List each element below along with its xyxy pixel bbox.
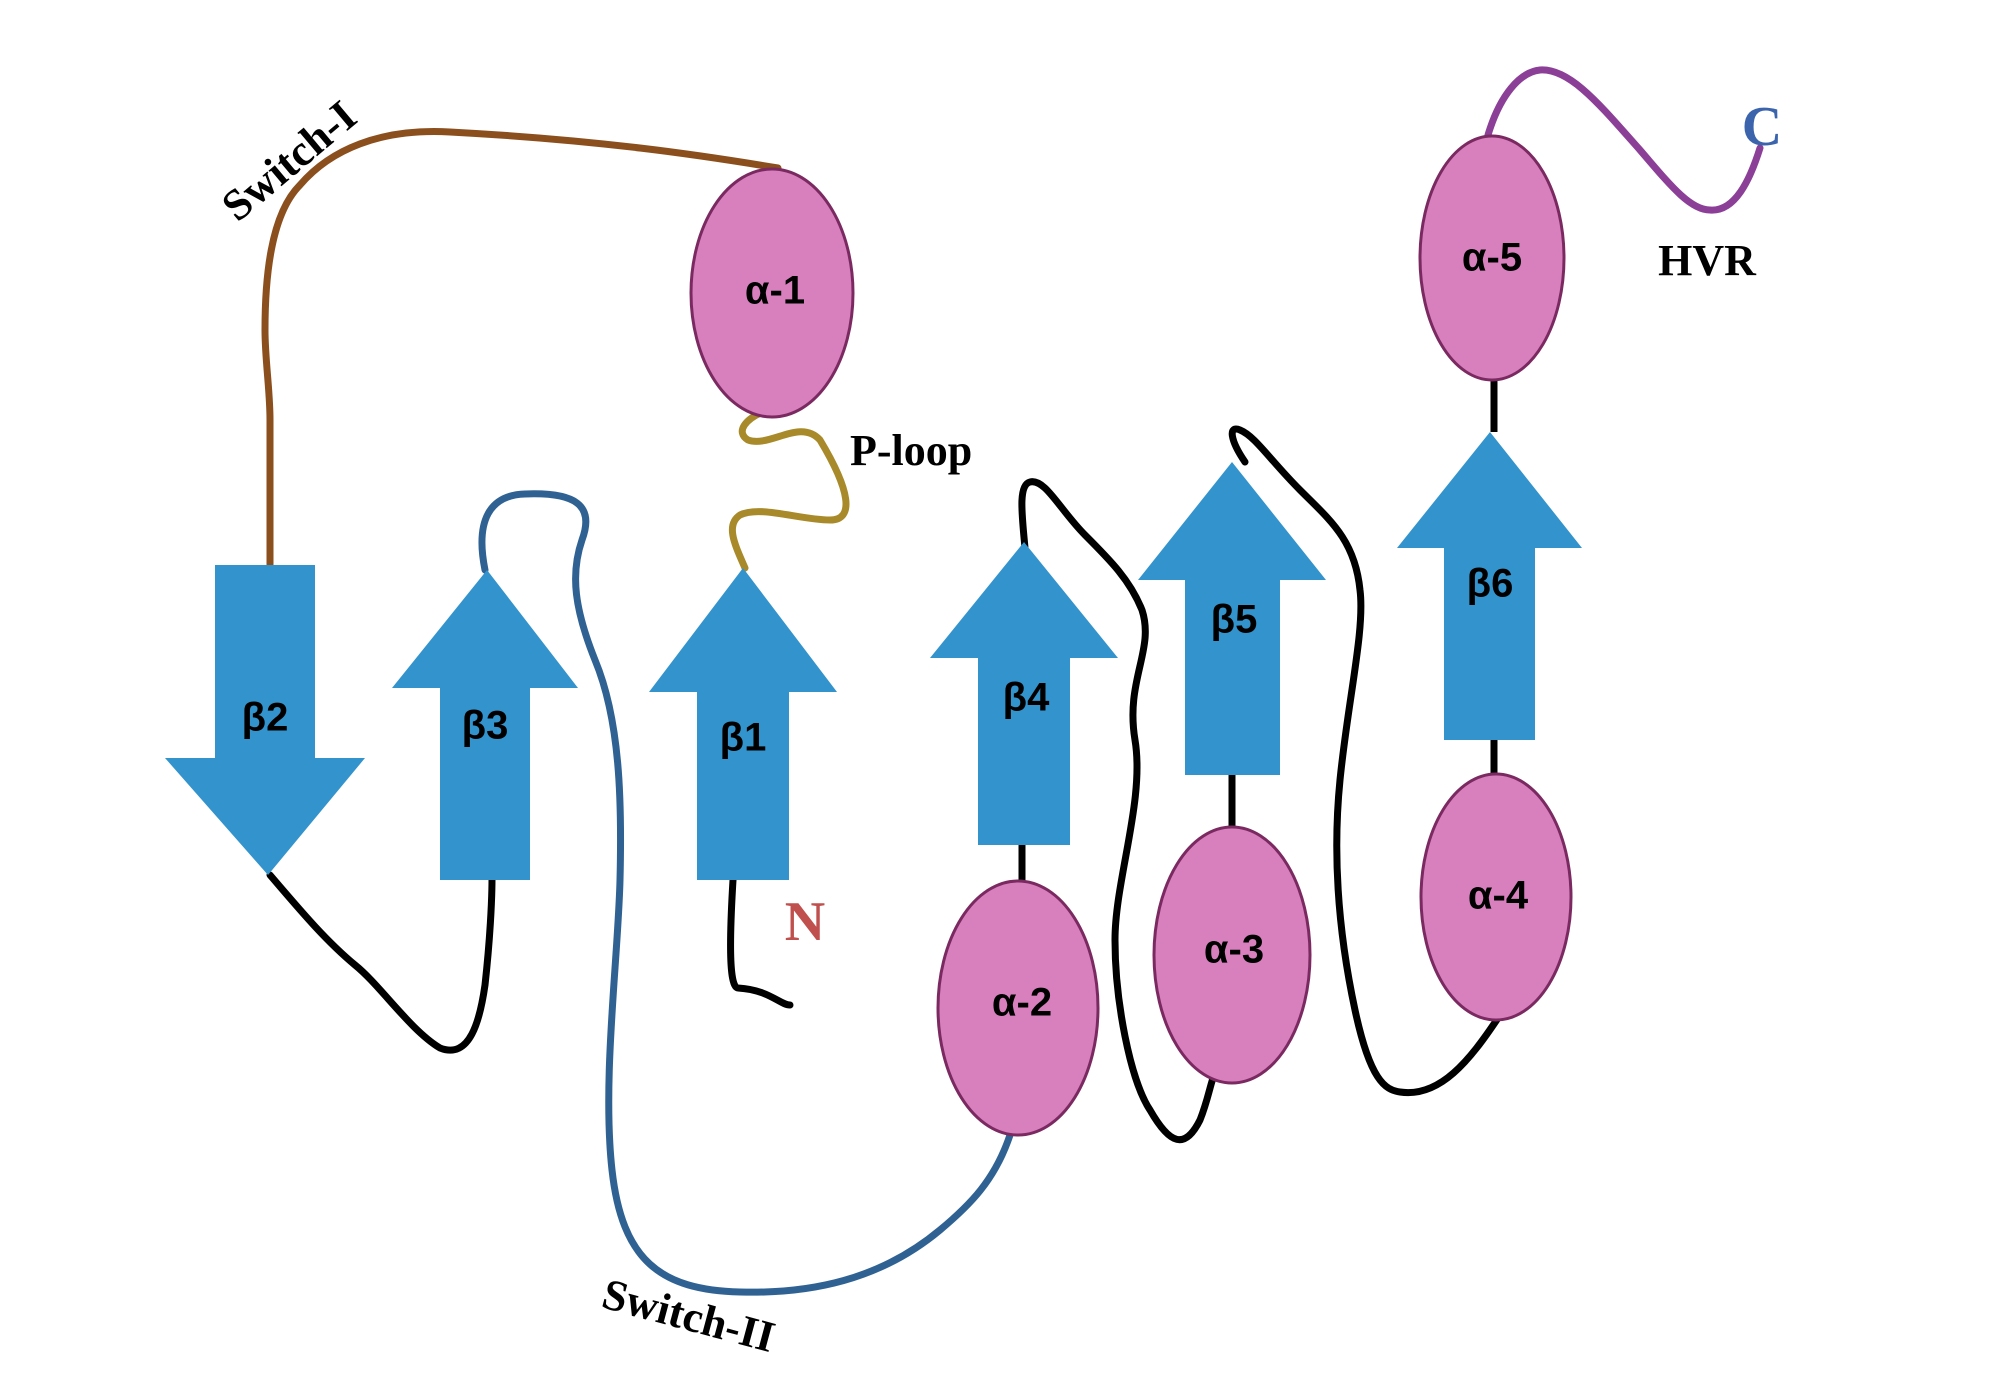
switch-1-segment xyxy=(261,128,782,569)
beta-2-strand xyxy=(165,565,365,875)
n-terminal-tail xyxy=(727,876,794,1009)
alpha-2-helix xyxy=(936,879,1100,1137)
c-terminus-label: C xyxy=(1742,96,1782,158)
alpha-3-label: α-3 xyxy=(1204,928,1264,972)
alpha-5-helix xyxy=(1418,134,1566,382)
alpha-1-label: α-1 xyxy=(745,269,805,313)
beta-1-label: β1 xyxy=(720,716,767,760)
b5-a4-loop xyxy=(1228,425,1502,1097)
alpha-5-label: α-5 xyxy=(1462,236,1522,280)
alpha-4-helix xyxy=(1419,772,1573,1022)
b2-b3-loop xyxy=(266,871,496,1054)
alpha-1-helix xyxy=(689,167,855,419)
p-loop-segment xyxy=(728,406,850,572)
beta-5-label: β5 xyxy=(1211,598,1258,642)
alpha-3-helix xyxy=(1152,825,1312,1085)
hvr-segment xyxy=(1484,66,1764,214)
hvr-label: HVR xyxy=(1658,236,1757,285)
p-loop-label: P-loop xyxy=(850,426,972,475)
switch-2-segment xyxy=(478,490,1014,1296)
switch-1-label: Switch-I xyxy=(212,91,365,231)
beta-3-label: β3 xyxy=(462,704,509,748)
alpha-2-label: α-2 xyxy=(992,981,1052,1025)
beta-2-label: β2 xyxy=(242,696,289,740)
beta-6-strand xyxy=(1397,432,1582,740)
alpha-4-label: α-4 xyxy=(1468,874,1529,918)
beta-1-strand xyxy=(649,568,837,880)
beta-4-strand xyxy=(930,542,1118,845)
a2-b4-loop xyxy=(1018,478,1219,1144)
beta-6-label: β6 xyxy=(1467,562,1514,606)
beta-4-label: β4 xyxy=(1003,676,1050,720)
beta-3-strand xyxy=(392,570,578,880)
beta-5-strand xyxy=(1138,462,1326,775)
n-terminus-label: N xyxy=(785,891,825,953)
